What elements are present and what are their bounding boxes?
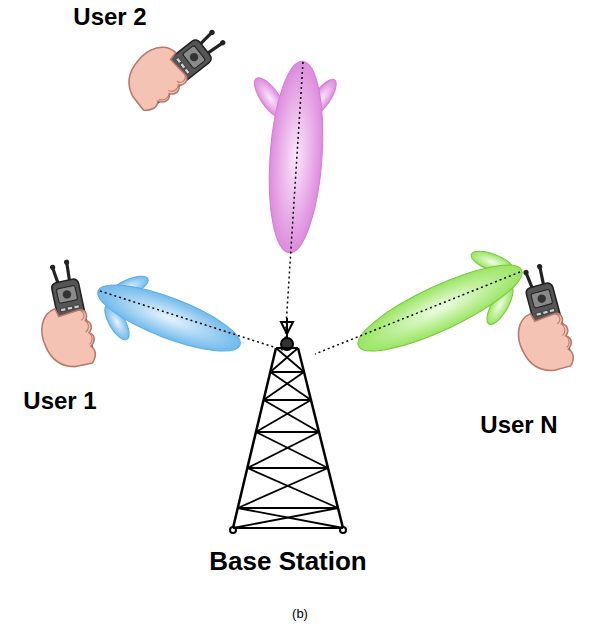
tower-brace (270, 348, 298, 372)
tower-brace (256, 432, 328, 468)
beam-lobe (91, 271, 283, 363)
tower-strut (247, 467, 328, 469)
user-label: User N (480, 412, 557, 438)
beam-lobe (315, 247, 531, 366)
tower-brace (276, 348, 304, 372)
tower-strut (233, 527, 343, 529)
mobile-phone (501, 261, 577, 377)
tower-brace (238, 508, 343, 528)
tower-strut (256, 431, 319, 433)
tower-brace (270, 372, 311, 400)
tower-brace (264, 400, 319, 432)
tower-strut (264, 399, 311, 401)
tower-brace (264, 372, 304, 400)
user-label: User 1 (23, 388, 96, 414)
tower-brace (238, 468, 328, 508)
station-label: Base Station (209, 547, 367, 576)
tower-brace (247, 432, 319, 468)
base-station-tower (230, 318, 346, 533)
tower-brace (233, 508, 338, 528)
tower-brace (247, 468, 338, 508)
subfigure-label: (b) (292, 607, 308, 621)
user-label: User 2 (73, 4, 146, 30)
tower-strut (276, 347, 298, 349)
tower-strut (270, 371, 304, 373)
beam-lobe (249, 59, 341, 342)
mobile-phone (28, 257, 99, 372)
tower-brace (256, 400, 311, 432)
tower-strut (238, 507, 338, 509)
